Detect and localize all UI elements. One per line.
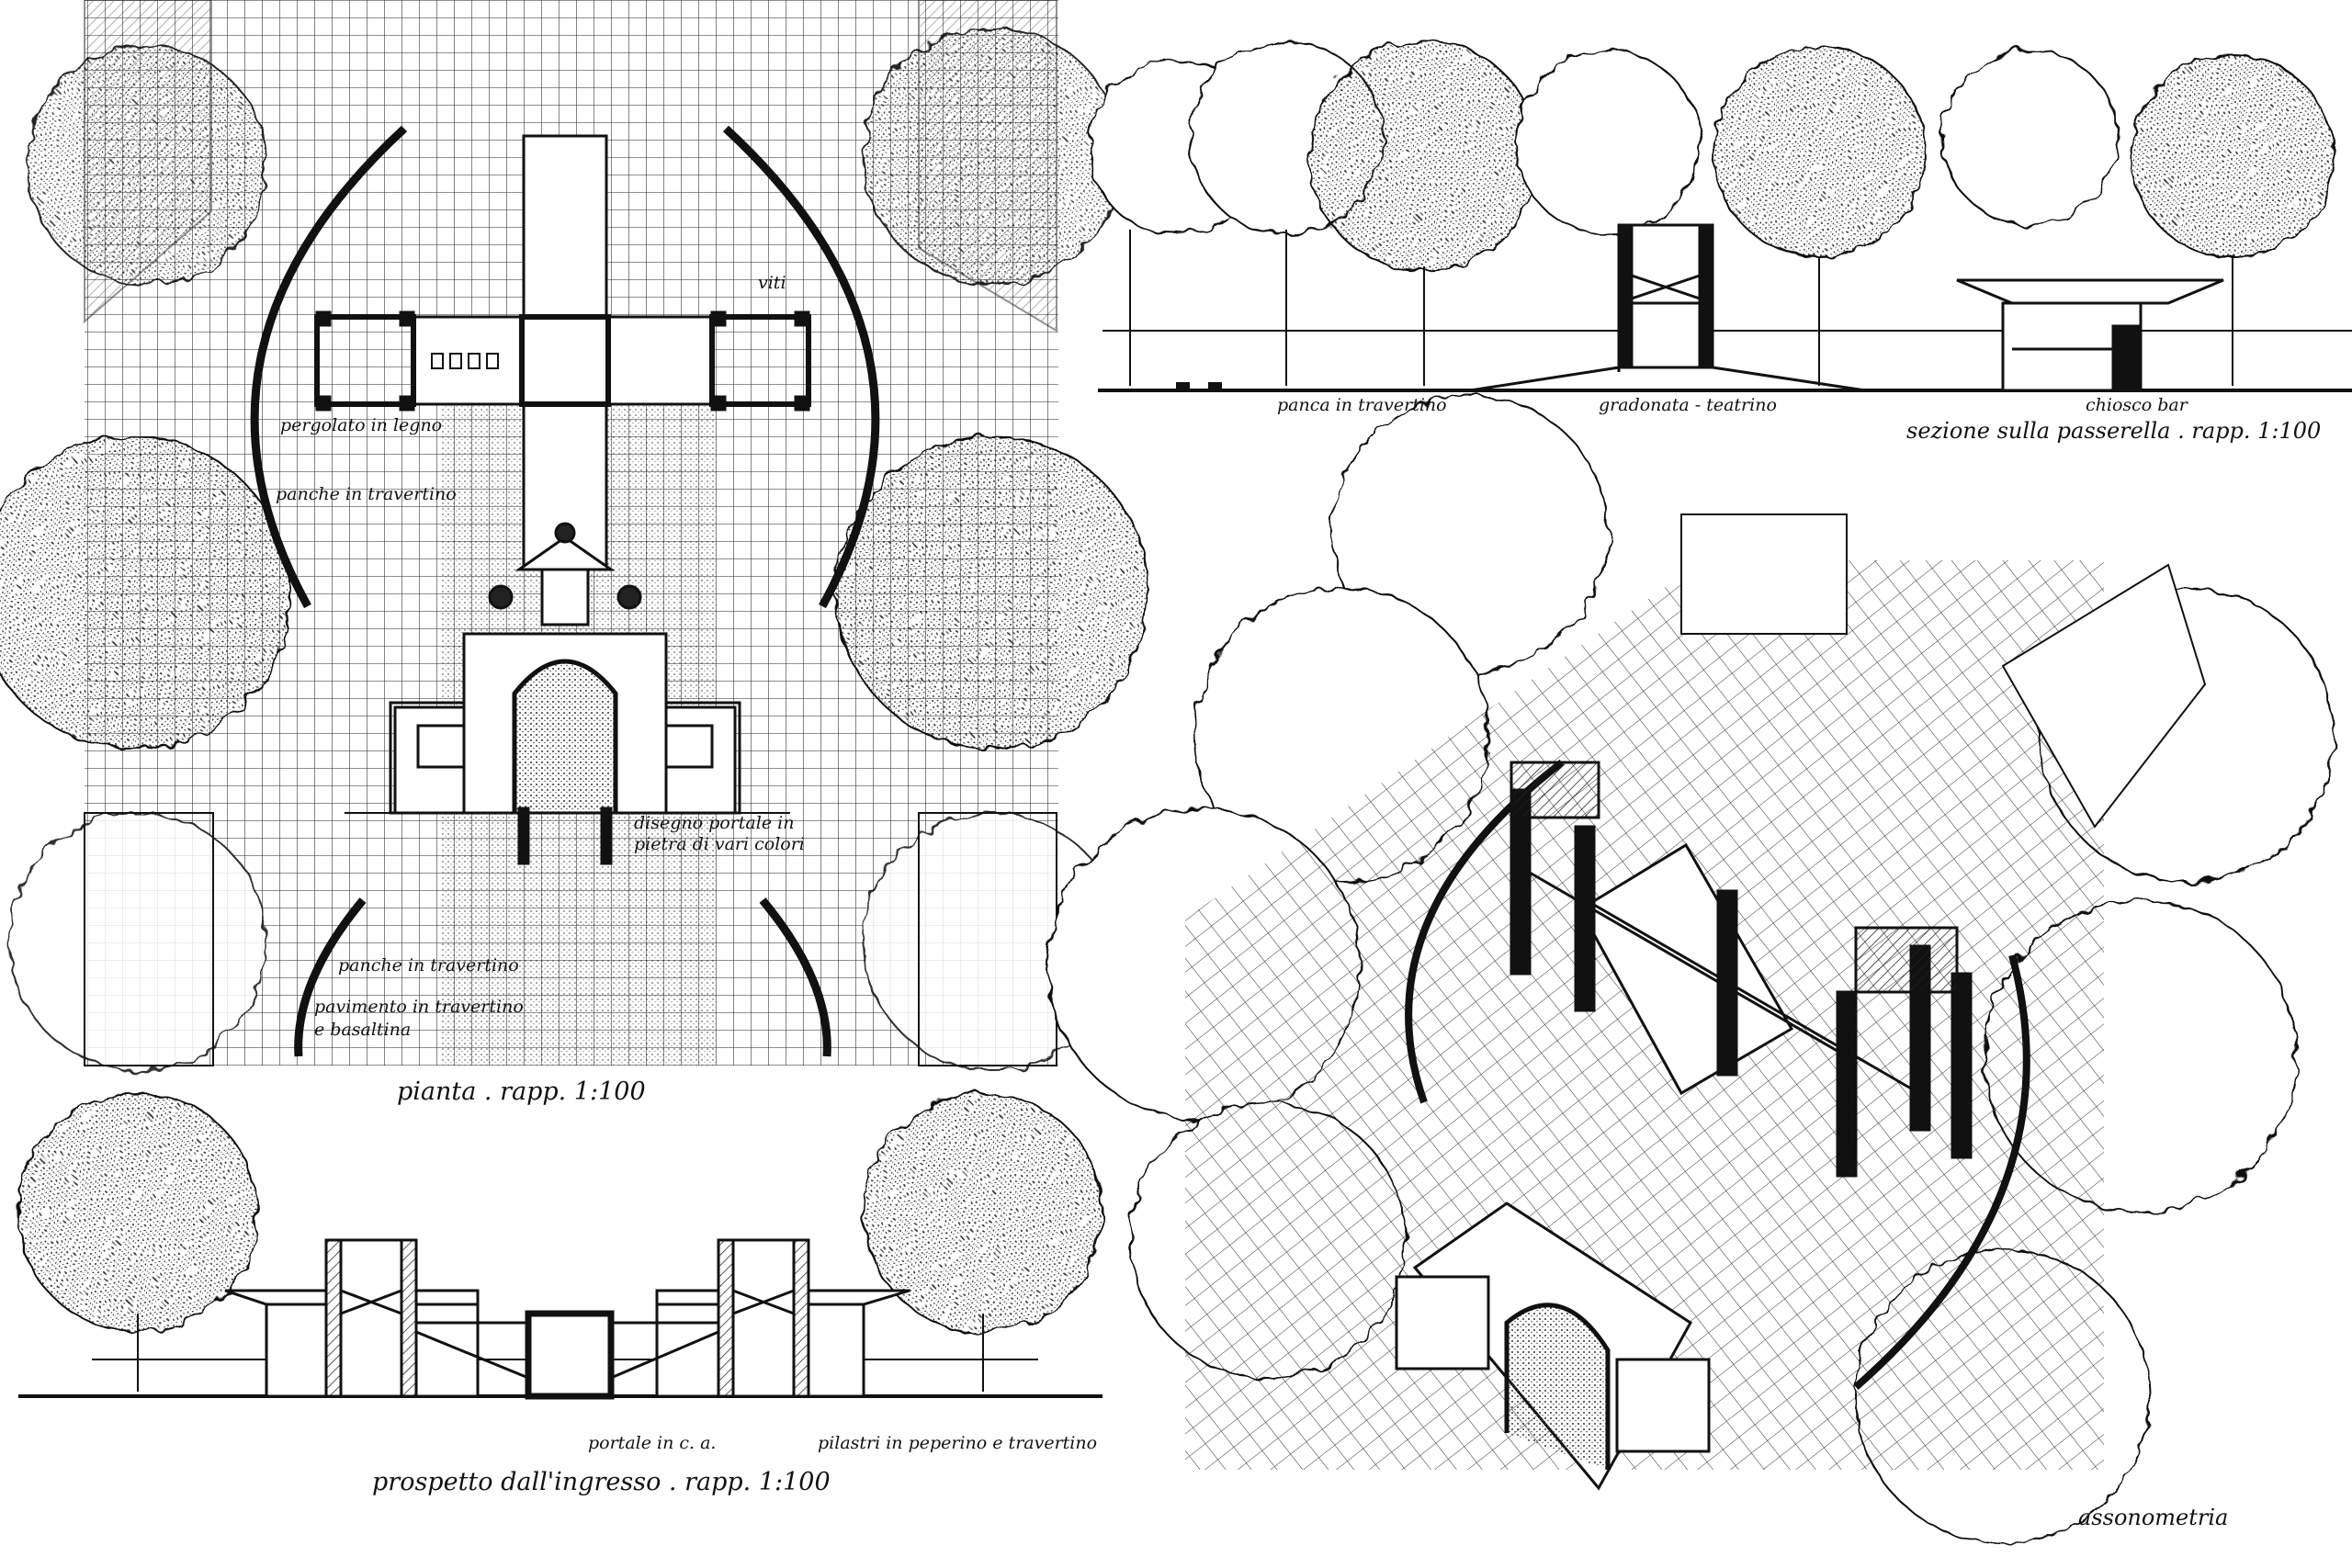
plan-drawing (0, 0, 1149, 1071)
label-disegno-portale: disegno portale in (634, 813, 795, 833)
label-assonometria: assonometria (2078, 1505, 2229, 1530)
label-pavimento-1: pavimento in travertino (314, 997, 524, 1017)
axonometric-drawing (1046, 394, 2335, 1544)
label-pianta: pianta . rapp. 1:100 (397, 1077, 646, 1106)
label-portale-ca: portale in c. a. (588, 1433, 717, 1453)
section-drawing (1088, 40, 2352, 392)
section-kiosk (1956, 278, 2224, 392)
label-panche-top: panche in travertino (276, 484, 457, 504)
label-sezione: sezione sulla passerella . rapp. 1:100 (1906, 418, 2322, 444)
label-pavimento-2: e basaltina (314, 1020, 412, 1040)
elevation-drawing (17, 1092, 1103, 1400)
section-tower (1617, 223, 1714, 369)
label-panche-bottom: panche in travertino (338, 955, 519, 976)
label-gradonata: gradonata - teatrino (1599, 395, 1777, 415)
plan-corner-areas (84, 0, 1057, 1066)
label-disegno-portale-2: pietra di vari colori (634, 834, 805, 854)
section-trees (1088, 40, 2335, 386)
label-prospetto: prospetto dall'ingresso . rapp. 1:100 (372, 1468, 831, 1496)
curved-benches (250, 125, 880, 1057)
axonometric-structure (1395, 761, 1973, 1491)
elevation-structure (224, 1238, 910, 1400)
label-pergolato: pergolato in legno (280, 415, 443, 435)
label-panca: panca in travertino (1277, 395, 1447, 415)
elevation-trees (17, 1092, 1103, 1392)
label-viti: viti (758, 273, 786, 293)
portal-plan (389, 522, 741, 865)
label-chiosco: chiosco bar (2086, 395, 2188, 415)
label-pilastri: pilastri in peperino e travertino (818, 1433, 1098, 1453)
section-ramps (1176, 366, 1866, 392)
